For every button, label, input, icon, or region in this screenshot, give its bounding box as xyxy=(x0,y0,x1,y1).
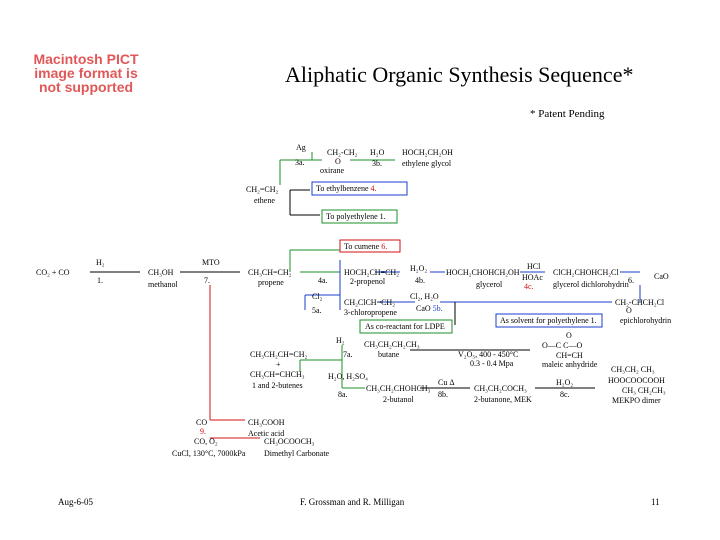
co-o2-reagent: CO, O₂ xyxy=(194,437,218,446)
chloropropene-name: 3-chloropropene xyxy=(344,308,397,317)
mekpo-formula-3: CH₃ CH₂CH₃ xyxy=(622,386,666,395)
epichlorohydrin-oxygen: O xyxy=(626,306,632,315)
cao-5b-reagent: CaO 5b. xyxy=(416,304,443,313)
mto-process: MTO xyxy=(202,258,220,267)
page-title: Aliphatic Organic Synthesis Sequence* xyxy=(285,62,634,87)
butene-plus: + xyxy=(276,360,281,369)
butane-formula: CH₃CH₂CH₂CH₃ xyxy=(364,340,420,349)
oxirane-formula: CH₂-CH₂ xyxy=(327,148,358,157)
hcl-reagent: HCl xyxy=(527,262,541,271)
to-polyethylene-label: To polyethylene 1. xyxy=(326,212,386,221)
water-reagent: H₂O xyxy=(370,148,385,157)
chloropropene-formula: CH₂ClCH=CH₂ xyxy=(344,298,395,307)
butanol-name: 2-butanol xyxy=(383,395,414,404)
ethylene-glycol-formula: HOCH₂CH₂OH xyxy=(402,148,453,157)
methanol-formula: CH₃OH xyxy=(148,268,174,277)
propenol-formula: HOCH₂CH=CH₂ xyxy=(344,268,399,277)
acetic-acid-formula: CH₃COOH xyxy=(248,418,285,427)
co2-co-feed: CO₂ + CO xyxy=(36,268,70,277)
mekpo-name: MEKPO dimer xyxy=(612,396,661,405)
dmc-formula: CH₃OCOOCH₃ xyxy=(264,437,315,446)
butenes-name: 1 and 2-butenes xyxy=(252,381,303,390)
anhydride-carbonyls: O—C C—O xyxy=(542,341,583,350)
step-8c: 8c. xyxy=(560,390,570,399)
patent-note: * Patent Pending xyxy=(530,108,605,120)
co-reactant-ldpe-label: As co-reactant for LDPE xyxy=(365,322,445,331)
oxirane-name: oxirane xyxy=(320,166,344,175)
maleic-anhydride-name: maleic anhydride xyxy=(542,360,598,369)
methanol-name: methanol xyxy=(148,280,178,289)
footer-page-number: 11 xyxy=(651,497,660,507)
epichlorohydrin-formula: CH₂-CHCH₂Cl xyxy=(615,298,665,307)
anhydride-alkene: CH=CH xyxy=(556,351,583,360)
epichlorohydrin-name: epichlorohydrin xyxy=(620,316,672,325)
step-7: 7. xyxy=(204,276,210,285)
step-9: 9. xyxy=(200,427,206,436)
mekpo-formula-2: HOOCOOCOOH xyxy=(608,376,665,385)
step-4c: 4c. xyxy=(524,282,534,291)
mekpo-formula-1: CH₃CH₂ CH₃ xyxy=(611,365,655,374)
butanol-formula: CH₃CH₂CHOHCH₃ xyxy=(366,384,431,393)
step-5a: 5a. xyxy=(312,306,322,315)
dichlorohydrin-formula: ClCH₂CHOHCH₂Cl xyxy=(553,268,619,277)
glycerol-name: glycerol xyxy=(476,280,503,289)
propene-name: propene xyxy=(258,278,284,287)
footer-authors: F. Grossman and R. Milligan xyxy=(300,497,405,507)
chlorine-water-reagent: Cl₂, H₂O xyxy=(410,292,439,301)
hydrogen-reagent-mid: H₂ xyxy=(336,336,345,345)
glycerol-formula: HOCH₂CHOHCH₂OH xyxy=(446,268,520,277)
solvent-polyethylene-label: As solvent for polyethylene 1. xyxy=(500,316,597,325)
butanone-formula: CH₃CH₂COCH₃ xyxy=(474,384,527,393)
propene-formula: CH₃CH=CH₂ xyxy=(248,268,292,277)
step-4a: 4a. xyxy=(318,276,328,285)
unsupported-image-placeholder: Macintosh PICT image format is not suppo… xyxy=(33,51,139,95)
pressure-conditions: 0.3 - 0.4 Mpa xyxy=(470,359,514,368)
water-sulfuric-reagent: H₂O, H₂SO₄ xyxy=(328,372,368,381)
hydrogen-reagent-left: H₂ xyxy=(96,258,105,267)
step-8a: 8a. xyxy=(338,390,348,399)
ethene-formula: CH₂=CH₂ xyxy=(246,185,279,194)
butanone-name: 2-butanone, MEK xyxy=(474,395,532,404)
hydrogen-peroxide-4b: H₂O₂ xyxy=(410,264,428,273)
cucl-conditions: CuCl, 130°C, 7000kPa xyxy=(172,449,246,458)
butane-name: butane xyxy=(378,350,400,359)
step-4b: 4b. xyxy=(415,276,425,285)
step-3a: 3a. xyxy=(295,158,305,167)
butene-1-formula: CH₃CH₂CH=CH₂ xyxy=(250,350,308,359)
ag-catalyst: Ag xyxy=(296,143,306,152)
ethene-name: ethene xyxy=(254,196,275,205)
hydrogen-peroxide-8c: H₂O₂ xyxy=(556,378,574,387)
step-3b: 3b. xyxy=(372,159,382,168)
copper-heat-reagent: Cu Δ xyxy=(438,378,455,387)
chlorine-reagent: Cl₂ xyxy=(312,292,323,301)
vanadium-conditions: V₂O₅, 400 - 450°C xyxy=(458,350,519,359)
step-7a: 7a. xyxy=(343,350,353,359)
dichlorohydrin-name: glycerol dichlorohydrin xyxy=(553,280,629,289)
to-cumene-label: To cumene 6. xyxy=(344,242,388,251)
footer-date: Aug-6-05 xyxy=(58,497,93,507)
co-reagent-9: CO xyxy=(196,418,208,427)
propenol-name: 2-propenol xyxy=(350,277,386,286)
butene-2-formula: CH₃CH=CHCH₃ xyxy=(250,370,305,379)
to-ethylbenzene-label: To ethylbenzene 4. xyxy=(316,184,377,193)
oxirane-oxygen: O xyxy=(335,157,341,166)
step-6: 6. xyxy=(628,276,634,285)
step-1: 1. xyxy=(97,276,103,285)
anhydride-oxygen: O xyxy=(566,331,572,340)
acetic-acid-name: Acetic acid xyxy=(248,429,285,438)
step-8b: 8b. xyxy=(438,390,448,399)
cao-reagent-right: CaO xyxy=(654,272,669,281)
hoac-catalyst: HOAc xyxy=(522,273,543,282)
ethylene-glycol-name: ethylene glycol xyxy=(402,159,452,168)
dmc-name: Dimethyl Carbonate xyxy=(264,449,330,458)
